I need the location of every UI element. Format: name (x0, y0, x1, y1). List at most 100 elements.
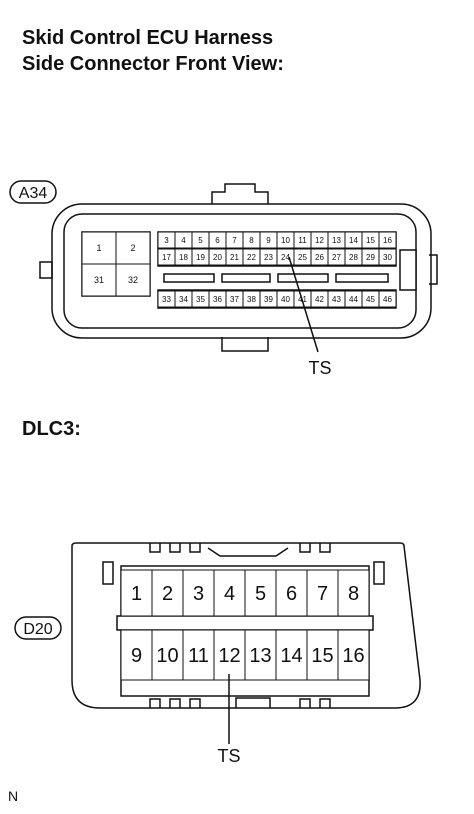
a34-key-slot (163, 273, 215, 283)
a34-pin-30-label: 30 (383, 253, 392, 262)
d20-pin-5-label: 5 (255, 583, 266, 605)
a34-code-oval (9, 180, 57, 204)
a34-pin-2-label: 2 (130, 243, 135, 253)
a34-pin-2: 2 (115, 231, 151, 265)
a34-pin-37-label: 37 (230, 295, 239, 304)
a34-ts-leader (288, 256, 319, 353)
d20-pin-9-label: 9 (131, 645, 142, 667)
d20-pin-14-label: 14 (280, 645, 302, 667)
d20-pin-16-label: 16 (342, 645, 364, 667)
a34-pin-12: 12 (310, 231, 329, 249)
d20-pin-14: 14 (275, 629, 308, 681)
d20-pin-12-box (213, 629, 246, 681)
a34-pin-23-label: 23 (264, 253, 273, 262)
a34-pin-11-label: 11 (298, 236, 307, 245)
d20-pin-2-label: 2 (162, 583, 173, 605)
d20-pin-15: 15 (306, 629, 339, 681)
a34-pin-40-label: 40 (281, 295, 290, 304)
a34-pin-8: 8 (242, 231, 261, 249)
d20-pin-13-box (244, 629, 277, 681)
d20-pin-14-box (275, 629, 308, 681)
d20-pin-11-box (182, 629, 215, 681)
a34-pin-40: 40 (276, 290, 295, 308)
a34-pin-22: 22 (242, 248, 261, 266)
d20-ts-label: TS (217, 746, 240, 766)
a34-pin-11: 11 (293, 231, 312, 249)
a34-pin-30: 30 (378, 248, 397, 266)
a34-outer-shell (51, 203, 432, 339)
a34-pin-30-box (378, 248, 397, 266)
a34-pin-17-label: 17 (162, 253, 171, 262)
a34-pin-27: 27 (327, 248, 346, 266)
d20-pin-15-box (306, 629, 339, 681)
a34-top-latch (211, 183, 269, 204)
a34-pin-28: 28 (344, 248, 363, 266)
a34-pin-2-box (115, 231, 151, 265)
a34-pin-13-label: 13 (332, 236, 341, 245)
d20-pin-4-label: 4 (224, 583, 235, 605)
a34-pin-36-label: 36 (213, 295, 222, 304)
a34-pin-43: 43 (327, 290, 346, 308)
a34-pin-10: 10 (276, 231, 295, 249)
a34-pin-20-label: 20 (213, 253, 222, 262)
a34-pin-43-label: 43 (332, 295, 341, 304)
a34-pin-31-label: 31 (94, 275, 104, 285)
d20-connector (71, 542, 421, 709)
d20-pin-12-label: 12 (218, 645, 240, 667)
d20-pin-2: 2 (151, 569, 184, 617)
a34-ts-label: TS (308, 358, 331, 378)
d20-bottom-notches (149, 698, 331, 708)
a34-pin-1: 1 (81, 231, 117, 265)
d20-pin-7-label: 7 (317, 583, 328, 605)
a34-pin-20: 20 (208, 248, 227, 266)
a34-pin-9: 9 (259, 231, 278, 249)
a34-pin-29: 29 (361, 248, 380, 266)
a34-pin-33: 33 (157, 290, 176, 308)
d20-pin-4: 4 (213, 569, 246, 617)
a34-pin-9-label: 9 (266, 236, 271, 245)
a34-pin-21-label: 21 (230, 253, 239, 262)
d20-center-bar (116, 615, 374, 631)
a34-pin-34: 34 (174, 290, 193, 308)
a34-pin-34-label: 34 (179, 295, 188, 304)
a34-pin-21: 21 (225, 248, 244, 266)
d20-pin-11-label: 11 (188, 645, 209, 667)
d20-pin-4-box (213, 569, 246, 617)
d20-outer-shell (71, 542, 421, 709)
a34-pin-38-label: 38 (247, 295, 256, 304)
d20-pin-6-label: 6 (286, 583, 297, 605)
d20-pin-1-label: 1 (131, 583, 142, 605)
a34-pin-1-label: 1 (96, 243, 101, 253)
a34-pin-33-label: 33 (162, 295, 171, 304)
a34-right-tab (429, 254, 438, 285)
a34-pin-41-label: 41 (298, 295, 307, 304)
a34-pin-7: 7 (225, 231, 244, 249)
a34-pin-25-label: 25 (298, 253, 307, 262)
d20-right-latch (373, 561, 385, 585)
d20-pin-13-label: 13 (249, 645, 271, 667)
a34-code-label: A34 (9, 180, 57, 204)
a34-pin-3-label: 3 (164, 236, 169, 245)
a34-left-tab (39, 261, 53, 279)
a34-pin-27-label: 27 (332, 253, 341, 262)
d20-pin-10-box (151, 629, 184, 681)
a34-pin-3: 3 (157, 231, 176, 249)
a34-pin-39: 39 (259, 290, 278, 308)
a34-pin-38: 38 (242, 290, 261, 308)
d20-pin-13: 13 (244, 629, 277, 681)
a34-pin-16-box (378, 231, 397, 249)
d20-pin-5: 5 (244, 569, 277, 617)
d20-code-text: D20 (23, 621, 52, 638)
d20-pin-15-label: 15 (311, 645, 333, 667)
d20-pin-10-label: 10 (156, 645, 178, 667)
d20-pin-3-label: 3 (193, 583, 204, 605)
d20-pin-6-box (275, 569, 308, 617)
d20-pin-6: 6 (275, 569, 308, 617)
d20-pin-1: 1 (120, 569, 153, 617)
a34-pin-28-label: 28 (349, 253, 358, 262)
title-line-2: Side Connector Front View: (22, 53, 284, 75)
d20-bottom-key (235, 697, 271, 708)
